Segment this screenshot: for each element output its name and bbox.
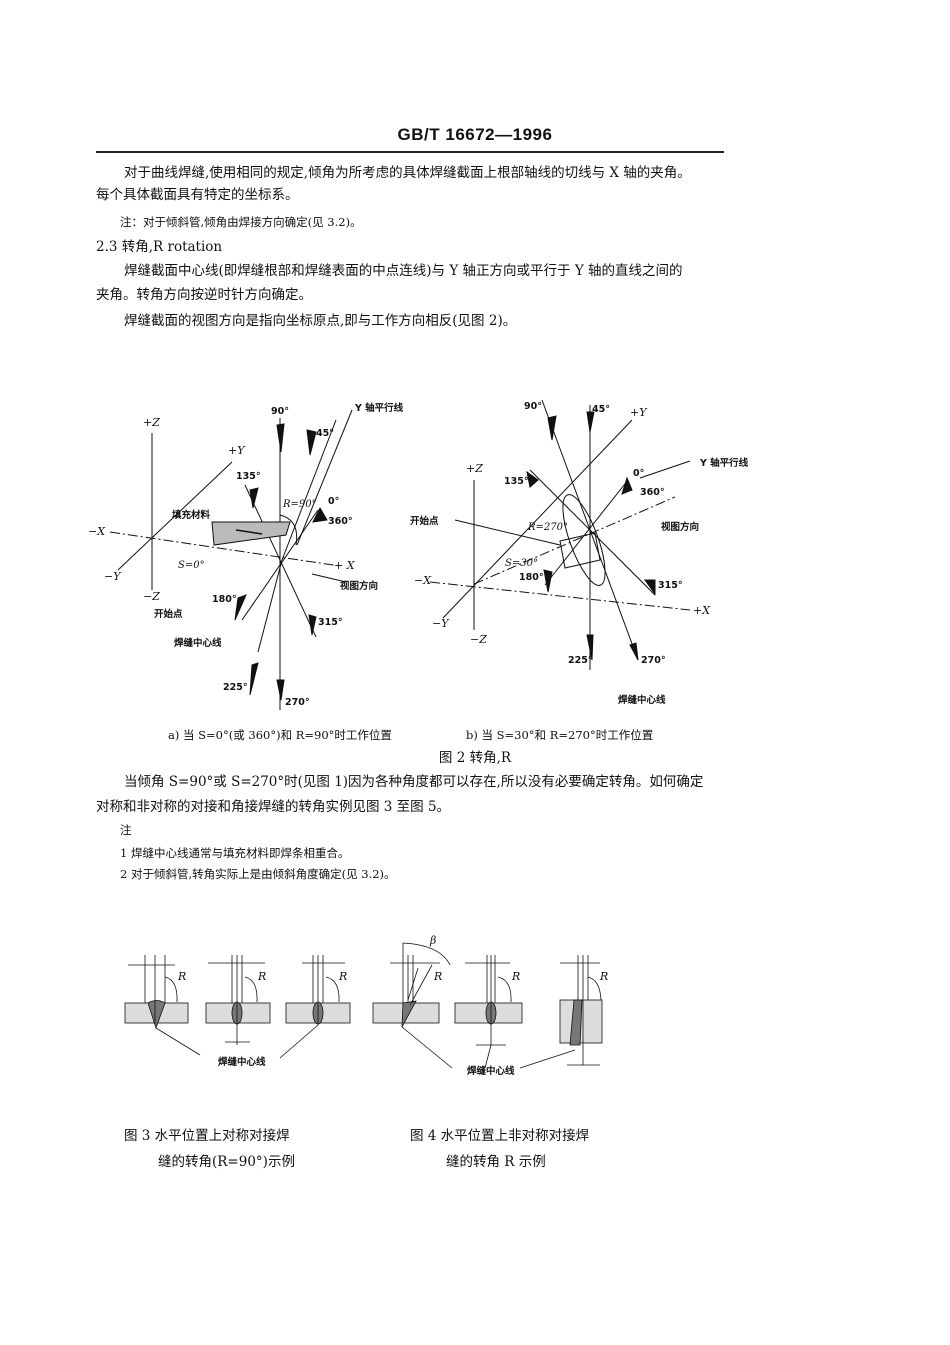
angle-label: 360° (640, 487, 665, 498)
axis-label: −X (414, 574, 432, 587)
view-direction-label: 视图方向 (661, 522, 700, 533)
axis-label: −Z (470, 633, 487, 646)
start-point-label: 开始点 (410, 516, 439, 527)
dimension-lines (128, 943, 600, 1066)
paragraph: 焊缝截面中心线(即焊缝根部和焊缝表面的中点连线)与 Y 轴正方向或平行于 Y 轴… (124, 263, 683, 279)
rotation-label: R (434, 970, 443, 983)
paragraph: 夹角。转角方向按逆时针方向确定。 (96, 287, 312, 303)
angle-label: 135° (504, 476, 529, 487)
angle-label: 225° (568, 655, 593, 666)
angle-label: 90° (524, 401, 542, 412)
angle-label: 45° (316, 428, 334, 439)
section-title: 2.3 转角,R rotation (96, 239, 223, 255)
beta-label: β (430, 934, 437, 947)
figure-2a-caption: a) 当 S=0°(或 360°)和 R=90°时工作位置 (168, 728, 392, 742)
axis-label: −Y (432, 617, 449, 630)
figure-2b-caption: b) 当 S=30°和 R=270°时工作位置 (466, 728, 654, 742)
angle-label: 0° (328, 496, 340, 507)
paragraph: 对称和非对称的对接和角接焊缝的转角实例见图 3 至图 5。 (96, 799, 451, 815)
angle-label: 270° (285, 697, 310, 708)
standard-number: GB/T 16672—1996 (397, 125, 553, 144)
rotation-label: R (512, 970, 521, 983)
angle-label: 135° (236, 471, 261, 482)
centerline-label: 焊缝中心线 (174, 638, 222, 649)
rotation-label: R (339, 970, 348, 983)
paragraph: 每个具体截面具有特定的坐标系。 (96, 187, 299, 203)
rotation-label: R (178, 970, 187, 983)
angle-label: 315° (318, 617, 343, 628)
axis-label: +Y (228, 444, 245, 457)
centerline-label: 焊缝中心线 (218, 1057, 266, 1068)
start-point-label: 开始点 (154, 609, 183, 620)
note-item: 1 焊缝中心线通常与填充材料即焊条相重合。 (120, 846, 350, 860)
axis-label: +Z (143, 416, 160, 429)
view-direction-label: 视图方向 (340, 581, 379, 592)
figure-3-4-diagrams (124, 942, 603, 1069)
angle-label: 180° (212, 594, 237, 605)
centerline-label: 焊缝中心线 (618, 695, 666, 706)
notes-title: 注 (120, 823, 132, 837)
y-parallel-label: Y 轴平行线 (700, 458, 749, 469)
figure-3-caption: 缝的转角(R=90°)示例 (158, 1154, 295, 1170)
axis-label: −X (88, 525, 106, 538)
paragraph: 当倾角 S=90°或 S=270°时(见图 1)因为各种角度都可以存在,所以没有… (124, 774, 704, 790)
paragraph: 焊缝截面的视图方向是指向坐标原点,即与工作方向相反(见图 2)。 (124, 313, 517, 329)
axis-label: +X (693, 604, 711, 617)
weld-plates (124, 999, 603, 1044)
header-rule (96, 151, 724, 153)
paragraph: 对于曲线焊缝,使用相同的规定,倾角为所考虑的具体焊缝截面上根部轴线的切线与 X … (124, 165, 691, 181)
filler-label: 填充材料 (172, 510, 211, 521)
angle-label: 225° (223, 682, 248, 693)
rotation-label: R=90° (283, 499, 317, 510)
angle-label: 90° (271, 406, 289, 417)
axis-label: + X (334, 559, 355, 572)
axis-label: +Z (466, 462, 483, 475)
note: 注：对于倾斜管,倾角由焊接方向确定(见 3.2)。 (120, 215, 362, 229)
note-item: 2 对于倾斜管,转角实际上是由倾斜角度确定(见 3.2)。 (120, 867, 396, 881)
slope-label: S=30° (505, 558, 538, 569)
axis-label: +Y (630, 406, 647, 419)
axis-label: −Y (104, 570, 121, 583)
y-parallel-label: Y 轴平行线 (355, 403, 404, 414)
centerline-label: 焊缝中心线 (467, 1066, 515, 1077)
angle-label: 315° (658, 580, 683, 591)
rotation-label: R=270° (528, 522, 568, 533)
angle-label: 270° (641, 655, 666, 666)
weld-seams (147, 999, 583, 1046)
axis-label: −Z (143, 590, 160, 603)
rotation-arcs (164, 942, 602, 1006)
figure-4-caption: 缝的转角 R 示例 (446, 1154, 546, 1170)
figure-4-caption: 图 4 水平位置上非对称对接焊 (410, 1128, 590, 1144)
figure-3-caption: 图 3 水平位置上对称对接焊 (124, 1128, 290, 1144)
angle-label: 180° (519, 572, 544, 583)
rotation-label: R (600, 970, 609, 983)
figure-2a-diagram (109, 409, 353, 710)
figure-2b-diagram (429, 399, 691, 670)
angle-label: 45° (592, 404, 610, 415)
figure-2-title: 图 2 转角,R (438, 750, 512, 766)
angle-label: 0° (633, 468, 645, 479)
angle-label: 360° (328, 516, 353, 527)
rotation-label: R (258, 970, 267, 983)
slope-label: S=0° (178, 560, 205, 571)
leader-lines (155, 1024, 576, 1069)
